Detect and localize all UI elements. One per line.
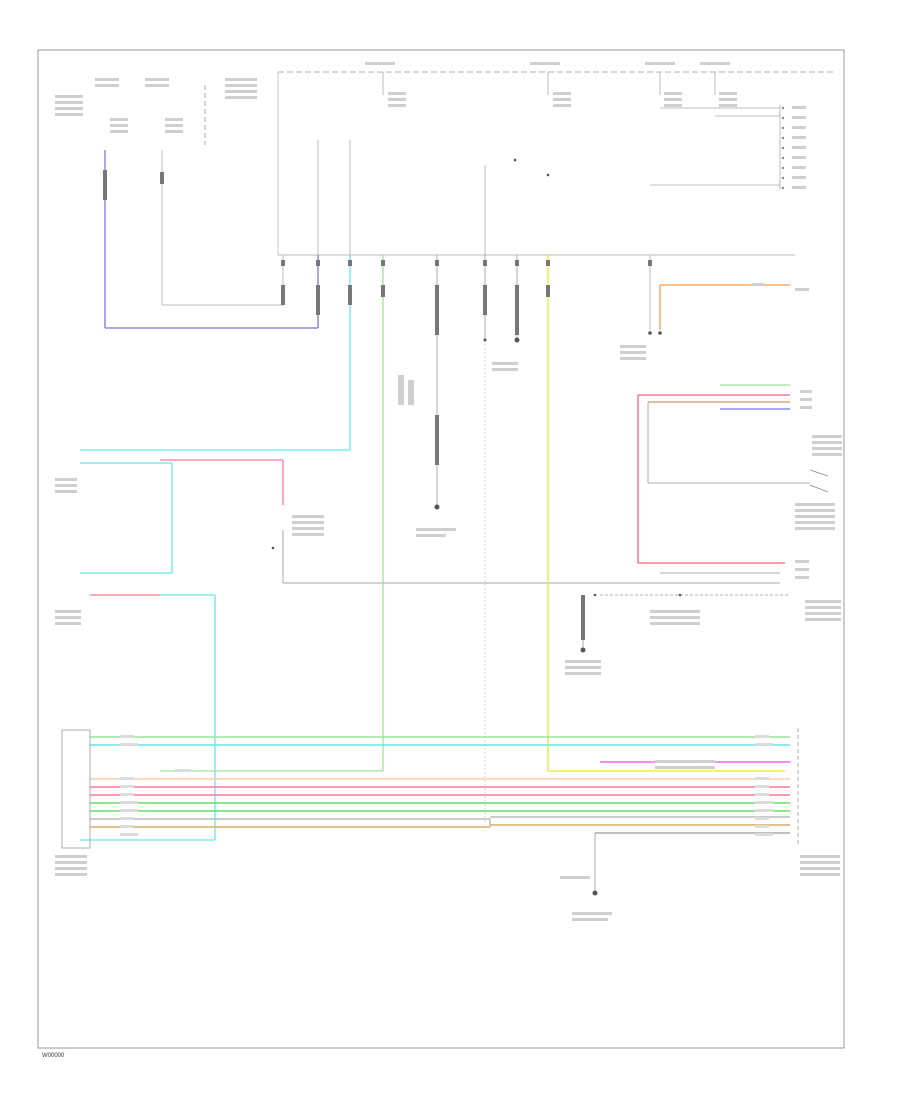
ground-symbol-left (434, 504, 440, 510)
switch-contact-1 (809, 469, 829, 477)
connector-ticks (103, 170, 652, 640)
label-blocks (55, 62, 842, 921)
diagram-frame (37, 49, 845, 1049)
ground-symbol-mid (483, 331, 662, 896)
bottom-wire-bundle (90, 736, 790, 834)
bundle-wire-tags (120, 735, 773, 836)
upper-right-connector (650, 105, 781, 190)
junction-dots (271, 158, 682, 597)
footer-code: W00000 (42, 1053, 65, 1059)
switch-contact-2 (809, 484, 829, 493)
left-control-module (61, 729, 91, 849)
